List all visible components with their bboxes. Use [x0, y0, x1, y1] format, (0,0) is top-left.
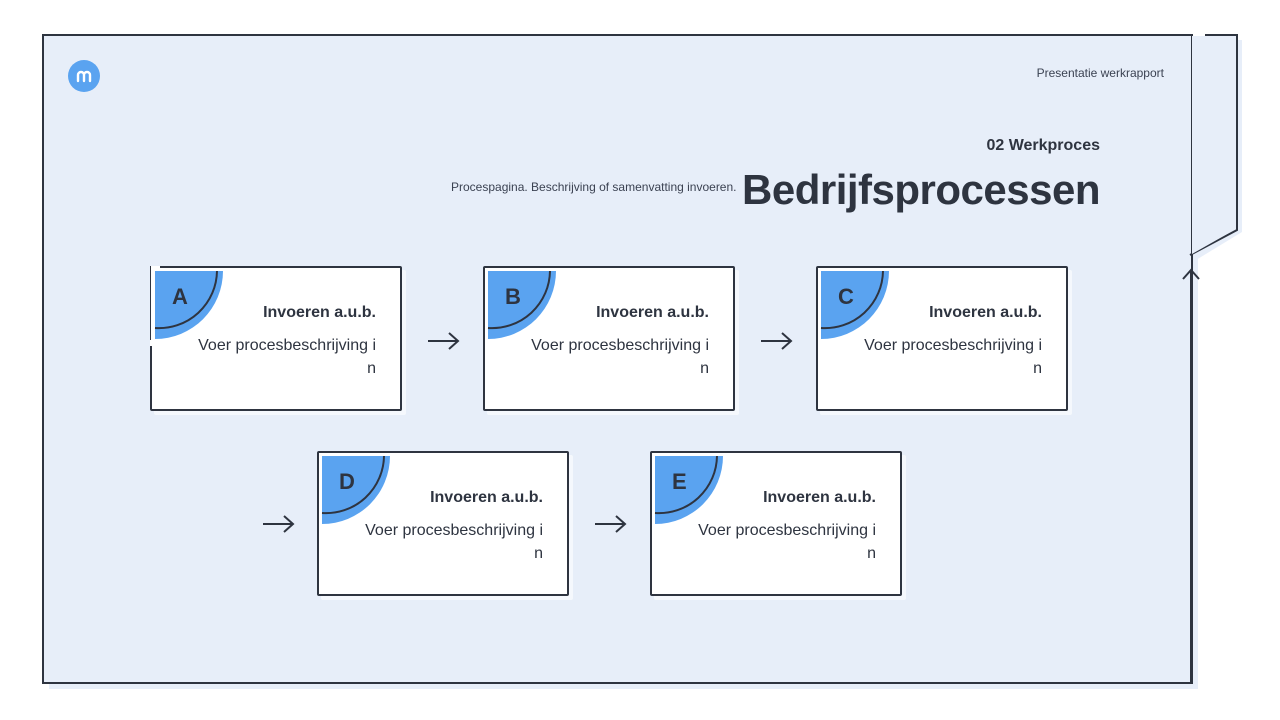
section-label: 02 Werkproces: [986, 137, 1100, 154]
step-title: Invoeren a.u.b.: [430, 489, 543, 506]
card-frame: [317, 451, 569, 596]
arrow-right-icon: [263, 515, 295, 533]
step-title: Invoeren a.u.b.: [596, 304, 709, 321]
arrow-right-icon: [761, 332, 793, 350]
step-letter: B: [505, 284, 521, 309]
return-arrowhead: [1182, 268, 1200, 280]
quarter-circle-icon: [654, 455, 723, 524]
quarter-circle-icon: [820, 270, 889, 339]
step-letter: D: [339, 469, 355, 494]
step-title: Invoeren a.u.b.: [263, 304, 376, 321]
page-title: Bedrijfsprocessen: [742, 166, 1100, 213]
step-description: Voer procesbeschrijving in: [864, 337, 1042, 377]
process-step-card[interactable]: C Invoeren a.u.b. Voer procesbeschrijvin…: [816, 266, 1068, 411]
quarter-circle-icon: [487, 270, 556, 339]
arrow-right-icon: [428, 332, 460, 350]
quarter-circle-icon: [321, 455, 390, 524]
process-step-card[interactable]: D Invoeren a.u.b. Voer procesbeschrijvin…: [317, 451, 569, 596]
process-step-card[interactable]: A Invoeren a.u.b. Voer procesbeschrijvin…: [150, 266, 402, 411]
step-title: Invoeren a.u.b.: [929, 304, 1042, 321]
step-letter: A: [172, 284, 188, 309]
m-glyph-icon: [76, 70, 92, 83]
step-description: Voer procesbeschrijving in: [365, 522, 543, 562]
step-description: Voer procesbeschrijving in: [698, 522, 876, 562]
step-letter: C: [838, 284, 854, 309]
arrow-right-icon: [595, 515, 627, 533]
step-title: Invoeren a.u.b.: [763, 489, 876, 506]
step-description: Voer procesbeschrijving in: [531, 337, 709, 377]
process-step-card[interactable]: E Invoeren a.u.b. Voer procesbeschrijvin…: [650, 451, 902, 596]
step-description: Voer procesbeschrijving in: [198, 337, 376, 377]
tab-outline: [1189, 34, 1238, 256]
process-step-card[interactable]: B Invoeren a.u.b. Voer procesbeschrijvin…: [483, 266, 735, 411]
tab-fill: [1192, 36, 1236, 254]
step-letter: E: [672, 469, 687, 494]
report-title: Presentatie werkrapport: [1036, 66, 1164, 80]
quarter-circle-icon: [150, 266, 223, 346]
page-subtitle: Procespagina. Beschrijving of samenvatti…: [451, 180, 737, 194]
brand-logo-icon[interactable]: [68, 60, 100, 92]
